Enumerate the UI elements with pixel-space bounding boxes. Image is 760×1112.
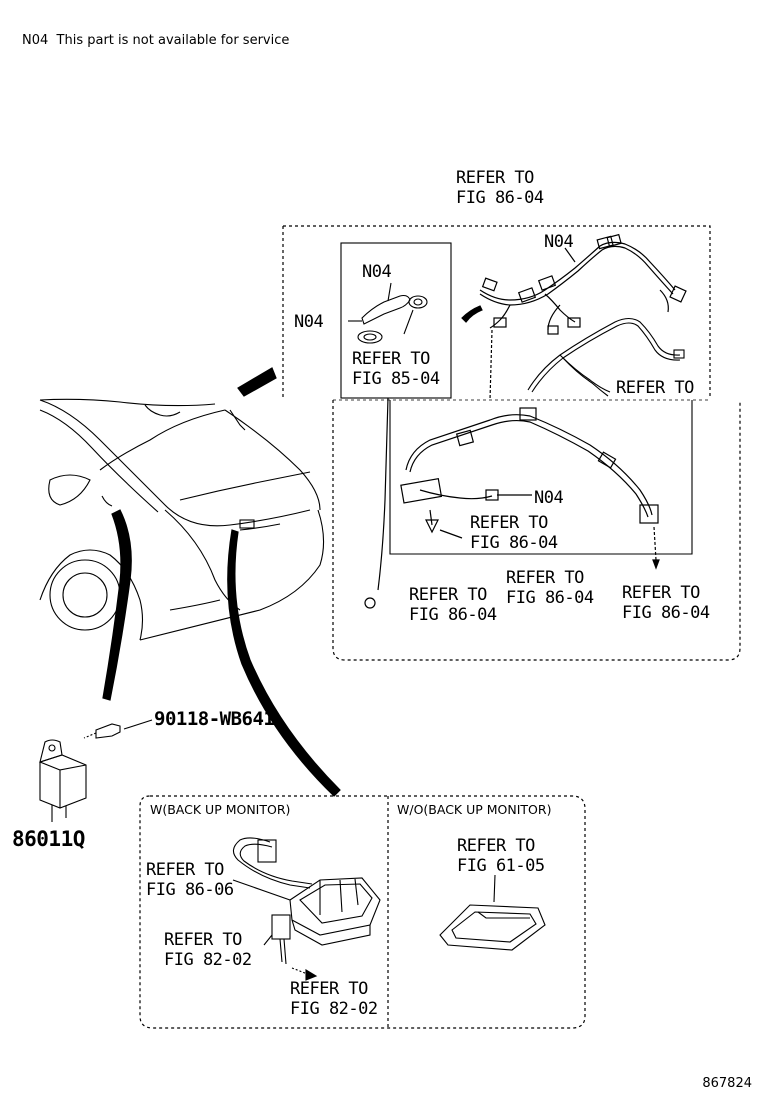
inset-refer-label-l2[interactable]: FIG 85-04 xyxy=(352,369,440,389)
lower-dashed-frame xyxy=(332,400,741,661)
n04-inset-left-label: N04 xyxy=(294,312,324,332)
low-refer-b-label-l2[interactable]: FIG 86-04 xyxy=(409,605,497,625)
inset-refer-label-l1[interactable]: REFER TO xyxy=(352,349,430,369)
car-rear xyxy=(39,398,325,641)
lower-harness xyxy=(364,397,660,609)
mid-refer-label-l1[interactable]: REFER TO xyxy=(470,513,548,533)
panel-wo-title: W/O(BACK UP MONITOR) xyxy=(397,802,552,817)
w-refer3-label-l2[interactable]: FIG 82-02 xyxy=(290,999,378,1019)
n04-lower-label: N04 xyxy=(534,488,564,508)
right-refer-label-l1[interactable]: REFER TO xyxy=(616,378,694,398)
wo-refer-label-l2[interactable]: FIG 61-05 xyxy=(457,856,545,876)
low-refer-a-label-l2[interactable]: FIG 86-04 xyxy=(506,588,594,608)
mid-refer-label-l2[interactable]: FIG 86-04 xyxy=(470,533,558,553)
upper-dashed-frame xyxy=(283,225,711,398)
service-note: N04 This part is not available for servi… xyxy=(22,33,289,48)
low-refer-c-label-l1[interactable]: REFER TO xyxy=(622,583,700,603)
hose xyxy=(527,317,685,397)
n04-upper-label: N04 xyxy=(544,232,574,252)
upper-harness xyxy=(479,233,687,335)
low-refer-a-label-l1[interactable]: REFER TO xyxy=(506,568,584,588)
lead-arrow-upper xyxy=(461,305,483,323)
inset-box xyxy=(340,242,452,399)
note-text: This part is not available for service xyxy=(56,33,290,48)
relay-bracket xyxy=(39,719,153,822)
lead-arrow-relay xyxy=(102,509,132,701)
panel-w-title: W(BACK UP MONITOR) xyxy=(150,802,291,817)
w-refer2-label-l1[interactable]: REFER TO xyxy=(164,930,242,950)
w-refer1-label-l1[interactable]: REFER TO xyxy=(146,860,224,880)
top-refer-label-l1[interactable]: REFER TO xyxy=(456,168,534,188)
lower-solid-box xyxy=(389,400,693,555)
bolt-part-number[interactable]: 90118-WB641 xyxy=(154,708,275,730)
license-lamp xyxy=(439,874,546,951)
w-refer3-label-l1[interactable]: REFER TO xyxy=(290,979,368,999)
low-refer-c-label-l2[interactable]: FIG 86-04 xyxy=(622,603,710,623)
n04-inset-top-label: N04 xyxy=(362,262,392,282)
low-refer-b-label-l1[interactable]: REFER TO xyxy=(409,585,487,605)
top-refer-label-l2[interactable]: FIG 86-04 xyxy=(456,188,544,208)
backup-camera-assembly xyxy=(232,837,381,981)
figure-number: 867824 xyxy=(702,1076,752,1091)
w-refer2-label-l2[interactable]: FIG 82-02 xyxy=(164,950,252,970)
wo-refer-label-l1[interactable]: REFER TO xyxy=(457,836,535,856)
relay-part-number[interactable]: 86011Q xyxy=(12,827,85,851)
inset-harness xyxy=(348,282,428,344)
lead-arrow-panel xyxy=(227,529,341,797)
note-code: N04 xyxy=(22,33,49,48)
bottom-panel-frame xyxy=(139,795,586,1029)
w-refer1-label-l2[interactable]: FIG 86-06 xyxy=(146,880,234,900)
